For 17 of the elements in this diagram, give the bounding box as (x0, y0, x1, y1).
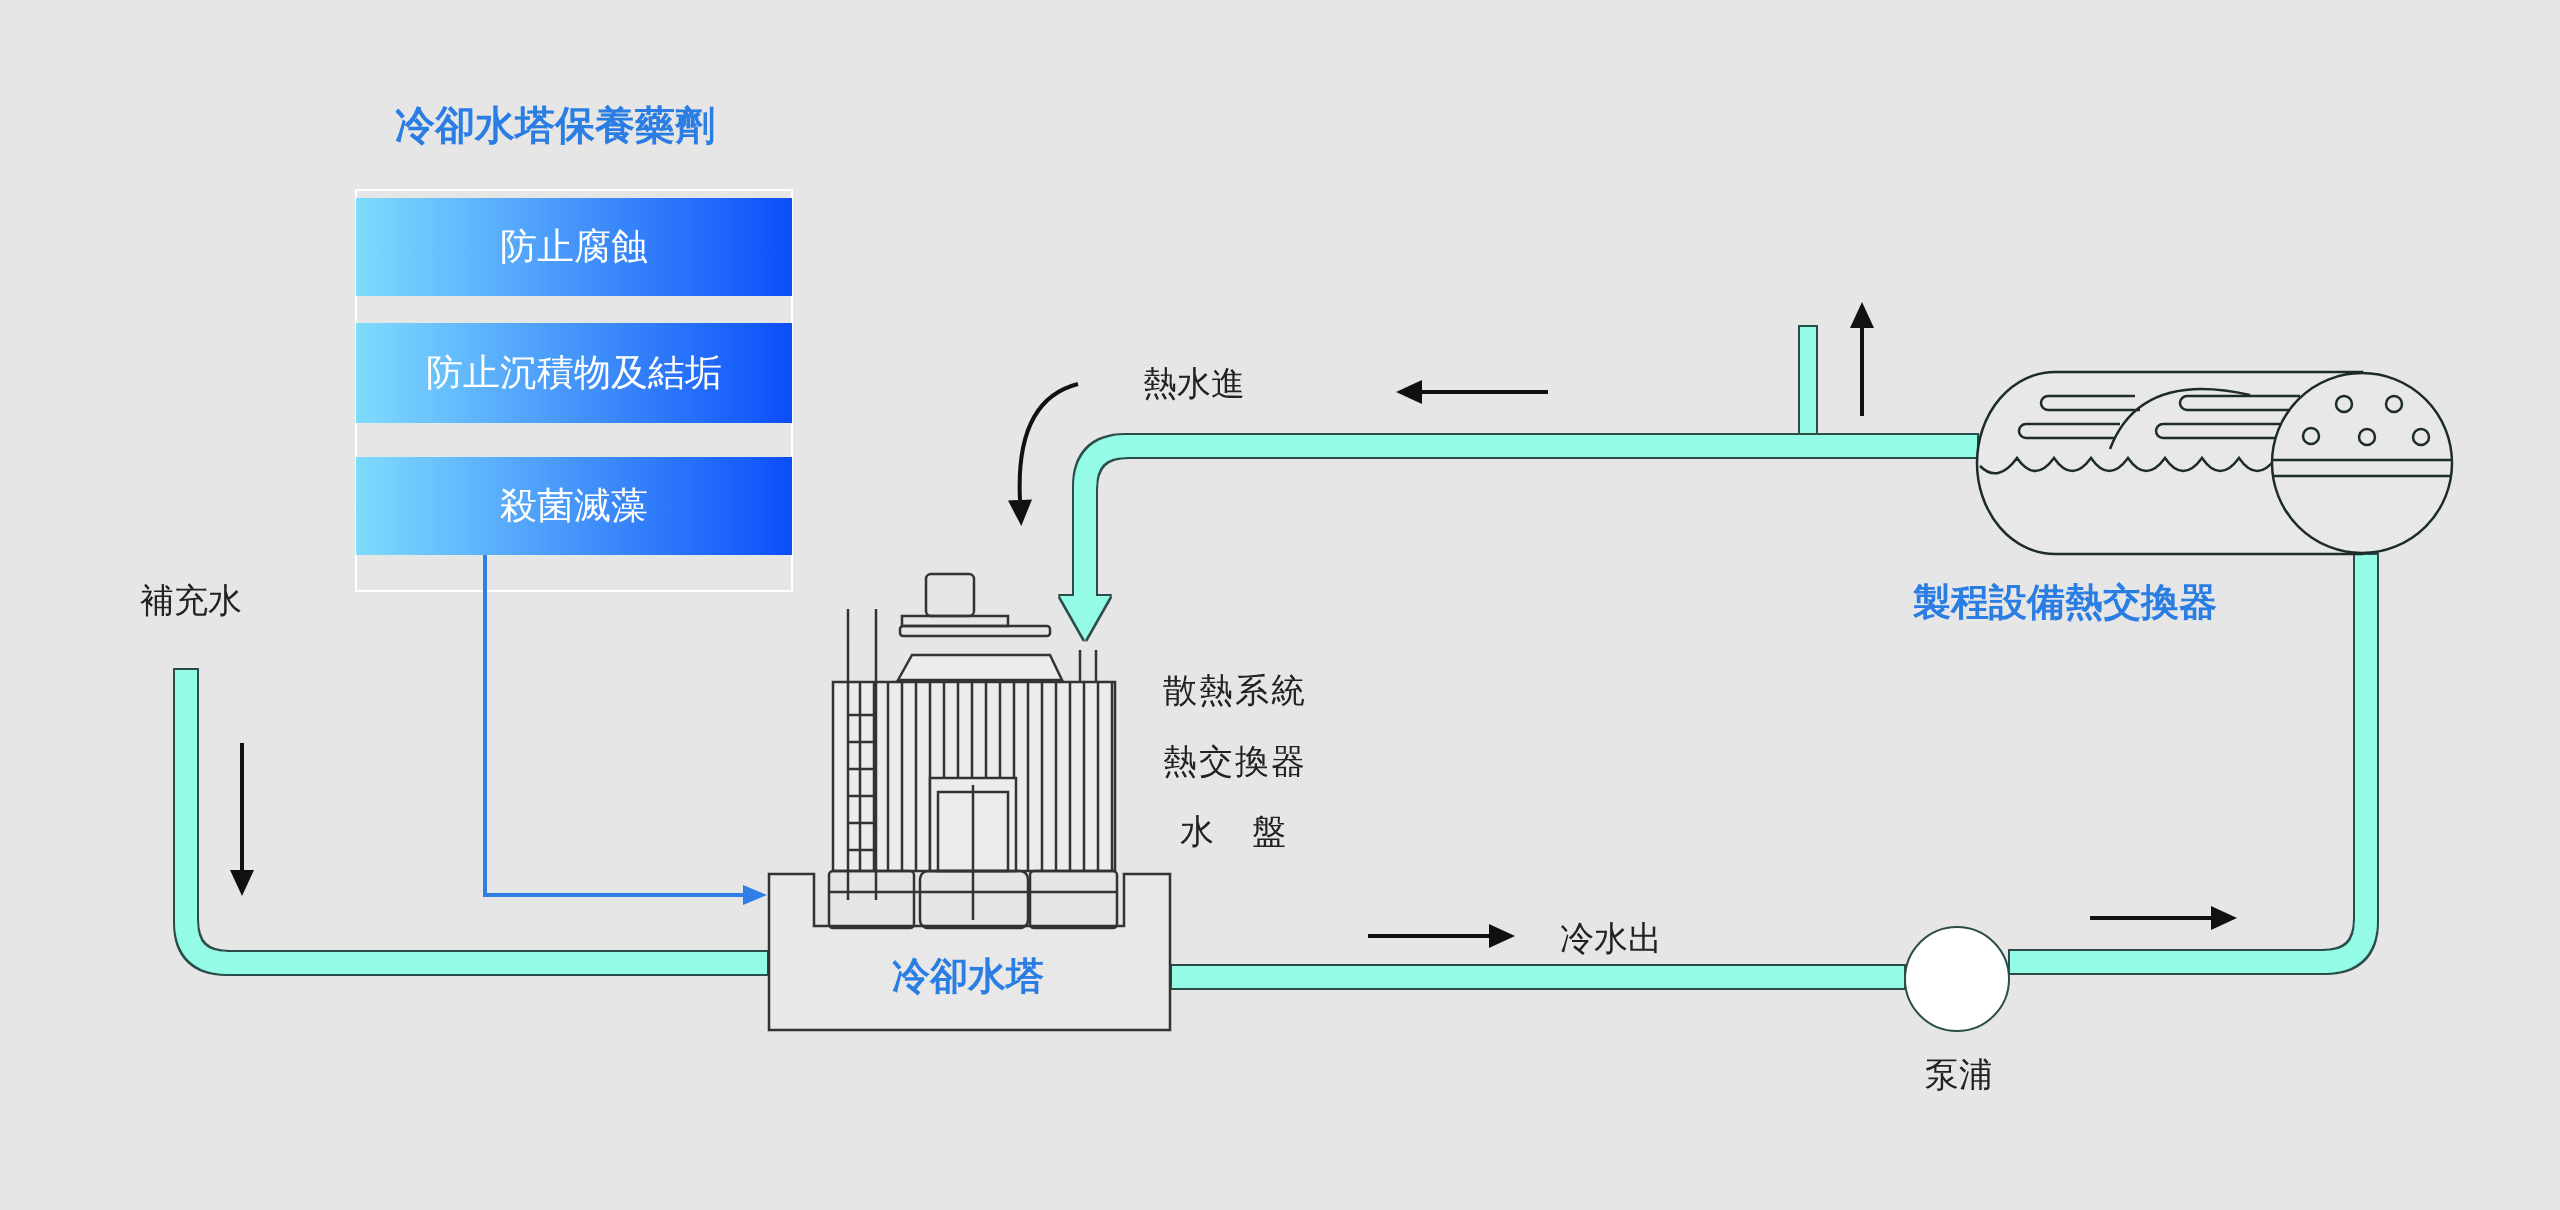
part-label: 散熱系統 (1163, 672, 1307, 710)
flow-label: 熱水進 (1143, 365, 1245, 403)
dosing-line (483, 555, 767, 905)
equipment-label: 製程設備熱交換器 (1913, 582, 2217, 624)
treatment-box: 防止腐蝕 (356, 198, 792, 296)
panel-title: 冷卻水塔保養藥劑 (395, 103, 715, 147)
flow-label: 補充水 (140, 582, 242, 620)
part-label: 水 盤 (1180, 813, 1288, 851)
treatment-box: 防止沉積物及結垢 (356, 323, 792, 423)
part-label: 熱交換器 (1163, 743, 1307, 781)
water-pipe (175, 670, 767, 974)
pump-label: 泵浦 (1925, 1056, 1993, 1094)
water-pipe (2010, 555, 2377, 973)
treatment-box: 殺菌滅藻 (356, 457, 792, 555)
tower-label: 冷卻水塔 (892, 956, 1044, 998)
water-pipe (1060, 435, 1977, 640)
water-pipe (1172, 966, 1904, 988)
